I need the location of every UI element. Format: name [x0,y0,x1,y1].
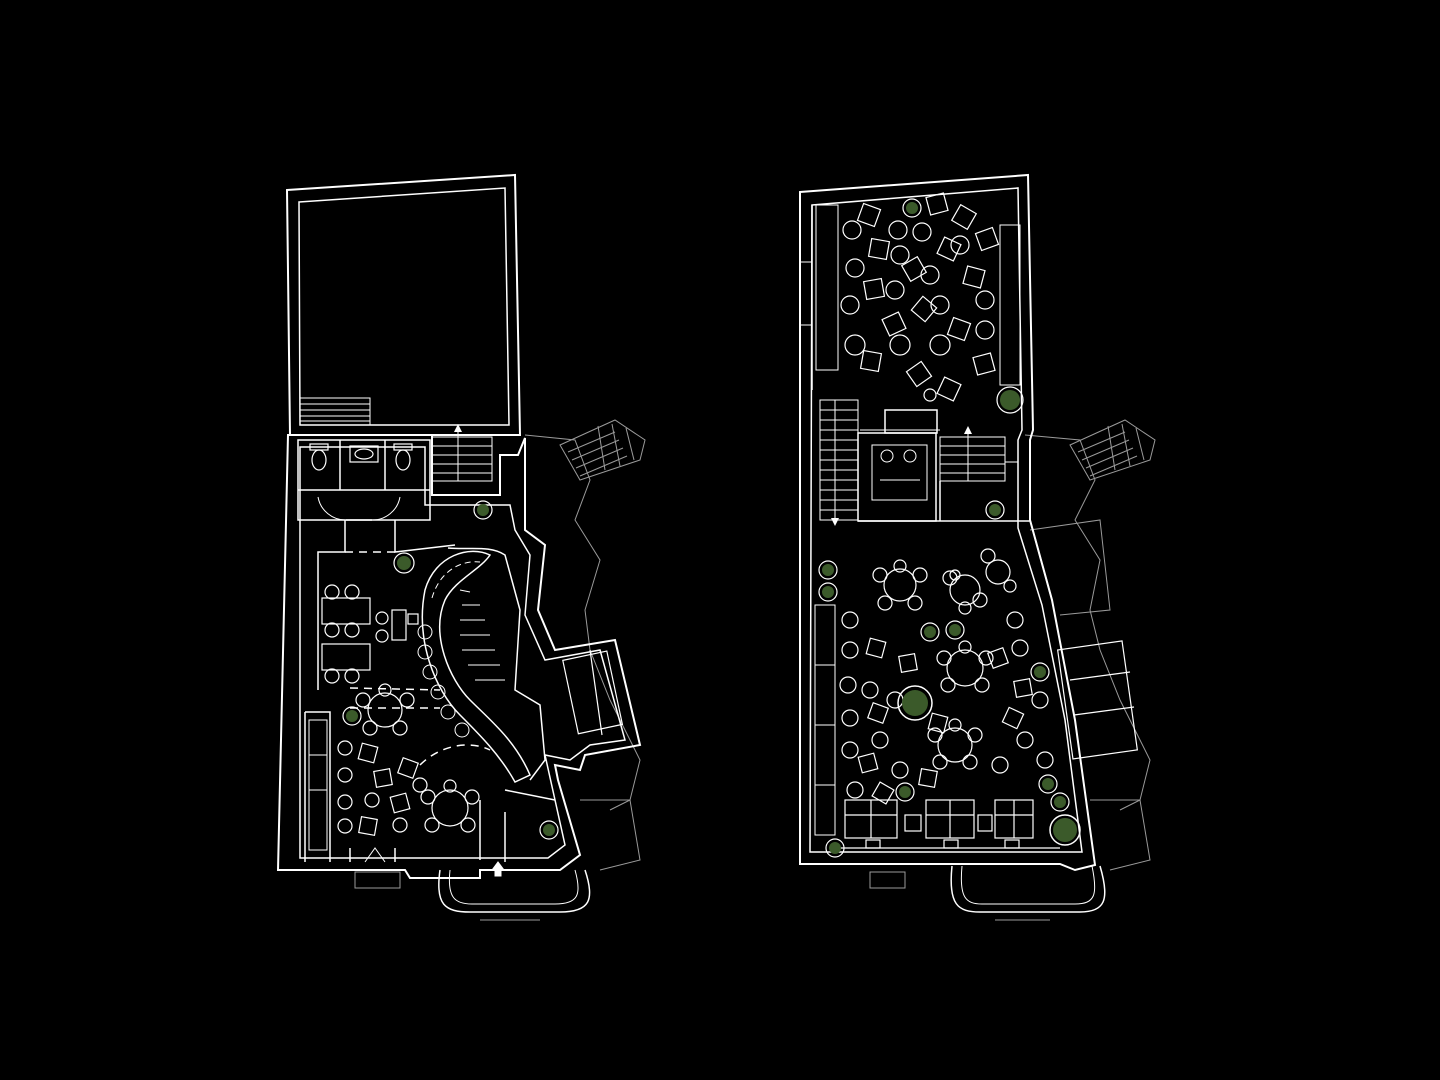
right-top-seats [840,192,1000,402]
right-long-tables [830,799,1060,849]
plant-icon [1038,774,1058,794]
right-context-outline [869,419,1156,889]
ground-floor-plan [276,173,646,921]
left-wc-stairs [431,425,493,482]
right-wall-bench [814,519,1053,836]
stair-direction-arrow-icon [831,518,839,526]
plant-icon [1030,662,1050,682]
plant-icon [895,782,915,802]
plant-icon [985,500,1005,520]
plant-icon [920,622,940,642]
right-round-table-5 [927,718,983,770]
plant-icon [897,685,933,721]
plant-icon [996,386,1024,414]
right-service-core [857,409,940,522]
left-dining-tables-group [321,584,419,684]
upper-floor-plan [799,173,1156,921]
left-plants [342,500,559,840]
stair-direction-arrow-icon [454,424,462,432]
right-stairs-right [939,428,1018,482]
bar-stools [417,589,505,738]
right-side-annex [1056,640,1139,760]
left-context-outline [354,419,646,889]
entrance-arrow-icon [491,861,505,877]
plant-icon [1050,792,1070,812]
plant-icon [902,198,922,218]
left-entrance [364,847,591,921]
right-round-table-3 [980,548,1017,593]
curved-bar-counter [421,547,546,783]
left-round-table-1 [355,683,415,736]
right-round-table-2 [942,569,988,615]
right-core-partition [858,481,1030,522]
plant-icon [825,838,845,858]
toilet-icon [309,443,413,471]
plant-icon [342,706,362,726]
right-entrance [950,865,1106,921]
right-lounge-seats [839,611,1054,805]
right-round-table-4 [936,640,994,693]
right-round-table-1 [872,559,928,611]
left-side-annex [562,649,624,736]
left-outer-wall [276,434,642,879]
plant-icon [473,500,493,520]
plant-icon [393,552,415,574]
right-plants [818,198,1081,858]
left-lounge-seating [308,719,428,851]
left-courtyard [285,173,522,436]
right-top-room [800,204,1021,390]
right-stairs-left [819,399,859,522]
plant-icon [818,560,838,580]
stair-direction-arrow-icon [964,426,972,434]
plant-icon [818,582,838,602]
sink-icon [349,445,379,463]
left-exterior-stairs [567,423,635,477]
left-interior-partitions [304,520,556,862]
plant-icon [1049,814,1081,846]
plant-icon [539,820,559,840]
left-wc-block [297,439,431,521]
right-exterior-stairs [1077,423,1145,477]
plant-icon [945,620,965,640]
left-round-table-2 [420,779,480,833]
left-courtyard-stairs [299,397,371,426]
